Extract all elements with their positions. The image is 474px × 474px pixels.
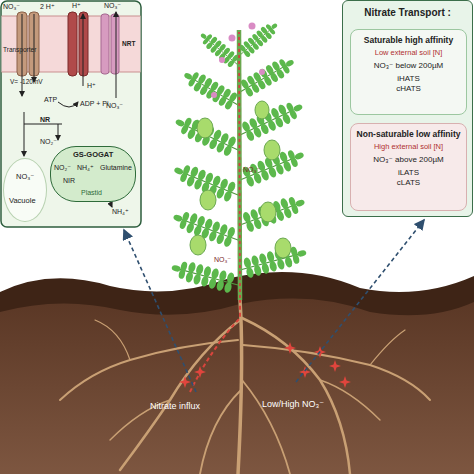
diagram-label: Low/High NO₃⁻ (262, 400, 324, 410)
diagram-label: ADP + Pi (80, 100, 108, 108)
affinity-box: Non-saturable low affinityHigh external … (350, 123, 467, 211)
diagram-label: NO₃⁻ (104, 2, 121, 10)
node-text: NO₂⁻ (54, 164, 71, 172)
diagram-label: ATP (44, 96, 57, 104)
node-text: NH₄⁺ (77, 164, 94, 172)
diagram-label: V= -120mV (10, 78, 43, 85)
node-text: Vacuole (9, 197, 36, 205)
node-text: NO₃⁻ below 200µM (351, 57, 466, 71)
diagram-label: NO₃⁻ (214, 256, 231, 264)
diagram-label: NH₄⁺ (112, 208, 129, 216)
node-heading: GS-GOGAT (73, 151, 113, 159)
node-text: High external soil [N] (351, 139, 466, 151)
diagram-label: NO₃⁻ (243, 166, 260, 174)
diagram-label: Transporter (3, 46, 36, 53)
node-text: iHATS (351, 71, 466, 84)
node-text: cHATS (351, 83, 466, 94)
diagram-label: NO₃⁻ (3, 3, 20, 11)
plastid-organelle: GS-GOGATNO₂⁻ NH₄⁺ GlutamineNIR Plastid (50, 146, 136, 202)
node-heading: Nitrate Transport : (343, 1, 472, 19)
node-heading: Saturable high affinity (351, 30, 466, 45)
node-text: iLATS (351, 165, 466, 178)
diagram-label: H⁺ (72, 2, 81, 10)
diagram-label: NR (40, 116, 50, 124)
affinity-box: Saturable high affinityLow external soil… (350, 29, 467, 115)
node-text: NIR (63, 177, 75, 185)
node-text: NO₃⁻ above 200µM (351, 151, 466, 165)
diagram-label: NO₂⁻ (40, 138, 57, 146)
node-text: Plastid (81, 189, 102, 197)
node-text: Glutamine (100, 164, 132, 172)
info-panel: Nitrate Transport : Saturable high affini… (342, 0, 473, 217)
node-text: Low external soil [N] (351, 45, 466, 57)
diagram-label: NO₃⁻ (106, 102, 123, 110)
node-text: cLATS (351, 177, 466, 188)
diagram-label: 2 H⁺ (40, 3, 55, 11)
diagram-label: Nitrate influx (150, 402, 200, 412)
diagram-label: H⁺ (87, 82, 96, 90)
node-heading: Non-saturable low affinity (351, 124, 466, 139)
node-heading: NO₃⁻ (16, 173, 34, 181)
vacuole-organelle: NO₃⁻ Vacuole (3, 158, 47, 222)
diagram-label: NRT (122, 40, 135, 47)
